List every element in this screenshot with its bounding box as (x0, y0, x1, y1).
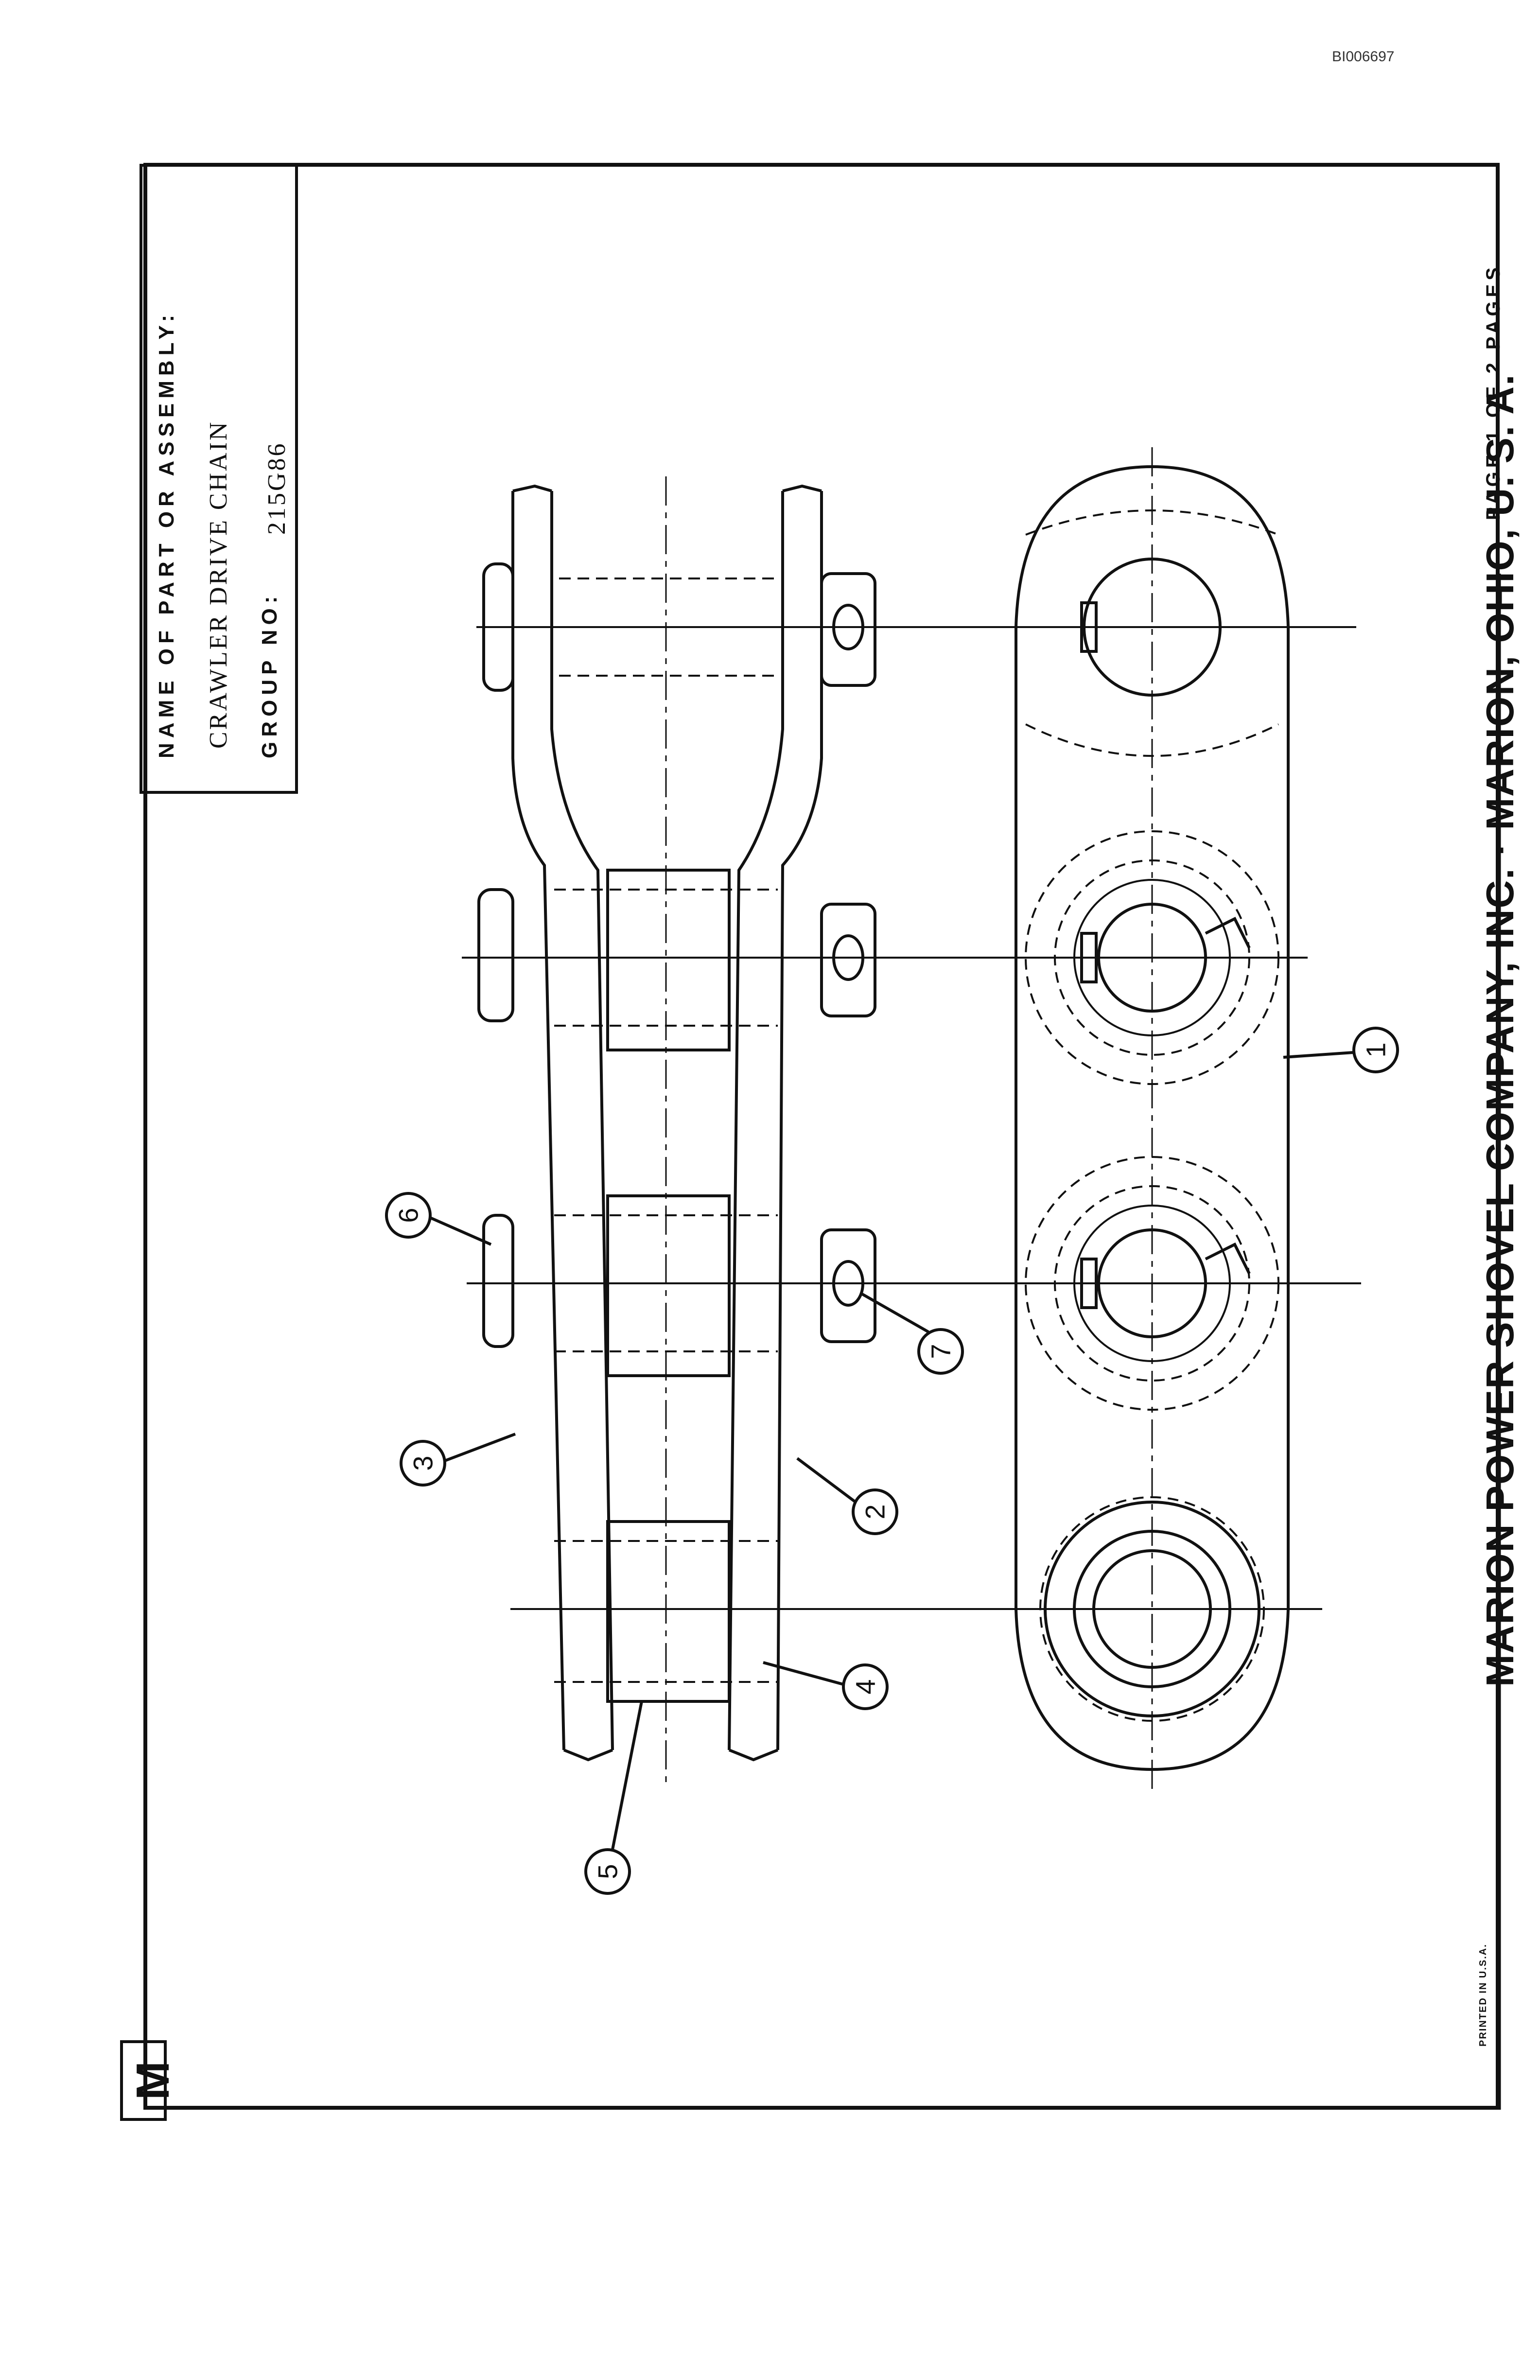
marion-logo: M (127, 2061, 179, 2100)
page-indicator: PAGE 1 OF 2 PAGES (1483, 263, 1504, 520)
document-id: BI006697 (1332, 49, 1395, 65)
callout-bubble-3 (400, 1440, 446, 1487)
title-block-box (140, 164, 298, 794)
callout-bubble-7 (917, 1328, 964, 1375)
logo-box (120, 2040, 167, 2121)
callout-1: 1 (1361, 1042, 1391, 1057)
callout-bubble-6 (385, 1192, 432, 1239)
callout-6: 6 (393, 1208, 424, 1223)
callout-bubble-5 (584, 1848, 631, 1895)
group-number-label: GROUP NO: (258, 591, 281, 758)
printed-in-usa: PRINTED IN U.S.A. (1478, 1943, 1488, 2047)
callout-3: 3 (408, 1455, 438, 1470)
callout-7: 7 (926, 1344, 956, 1359)
callout-4: 4 (850, 1679, 881, 1694)
callout-2: 2 (860, 1504, 891, 1519)
callout-bubble-2 (852, 1488, 898, 1535)
company-name: MARION POWER SHOVEL COMPANY, INC. · MARI… (1478, 373, 1522, 1687)
drawing-frame (143, 163, 1500, 2110)
part-name: CRAWLER DRIVE CHAIN (205, 420, 232, 749)
callout-bubble-4 (842, 1663, 889, 1710)
name-of-part-label: NAME OF PART OR ASSEMBLY: (155, 310, 178, 758)
callout-bubble-1 (1352, 1027, 1399, 1073)
group-number: 215G86 (263, 441, 291, 535)
callout-5: 5 (593, 1864, 623, 1879)
